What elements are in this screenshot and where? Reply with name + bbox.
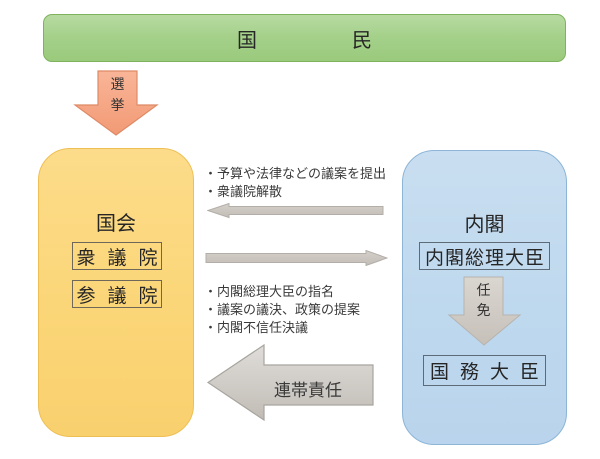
- diet-to-cabinet-arrow-icon: [205, 250, 388, 266]
- house-of-representatives-box: 衆議院: [72, 242, 162, 270]
- house-of-representatives-label: 衆議院: [76, 246, 170, 269]
- prime-minister-box: 内閣総理大臣: [419, 242, 550, 270]
- house-of-councillors-box: 参議院: [72, 280, 162, 308]
- note-line: ・内閣総理大臣の指名: [204, 285, 335, 300]
- ministers-label: 国務大臣: [429, 361, 550, 383]
- joint-responsibility-arrow-icon: [207, 344, 374, 421]
- joint-responsibility-label: 連帯責任: [274, 381, 342, 401]
- prime-minister-label: 内閣総理大臣: [424, 246, 545, 269]
- cabinet-to-diet-notes: ・予算や法律などの議案を提出 ・衆議院解散: [204, 166, 386, 202]
- appointment-arrow-icon: [447, 276, 522, 346]
- diet-to-cabinet-notes: ・内閣総理大臣の指名 ・議案の議決、政策の提案 ・内閣不信任決議: [204, 284, 360, 338]
- ministers-box: 国務大臣: [423, 355, 546, 386]
- house-of-councillors-label: 参議院: [76, 284, 170, 307]
- citizens-label: 国民: [237, 27, 467, 52]
- election-arrow-label: 選挙: [110, 77, 125, 114]
- election-arrow-icon: [73, 70, 159, 136]
- cabinet-to-diet-arrow-icon: [207, 203, 384, 219]
- appointment-arrow-label: 任免: [476, 283, 491, 319]
- note-line: ・内閣不信任決議: [204, 321, 309, 336]
- citizens-box: 国民: [43, 14, 566, 62]
- cabinet-title: 内閣: [464, 212, 505, 236]
- diet-title: 国会: [96, 211, 136, 235]
- cabinet-box: 内閣 内閣総理大臣 国務大臣: [402, 150, 567, 445]
- diet-box: 国会 衆議院 参議院: [38, 148, 194, 437]
- note-line: ・衆議院解散: [204, 185, 283, 200]
- note-line: ・議案の議決、政策の提案: [204, 303, 361, 318]
- note-line: ・予算や法律などの議案を提出: [204, 167, 387, 182]
